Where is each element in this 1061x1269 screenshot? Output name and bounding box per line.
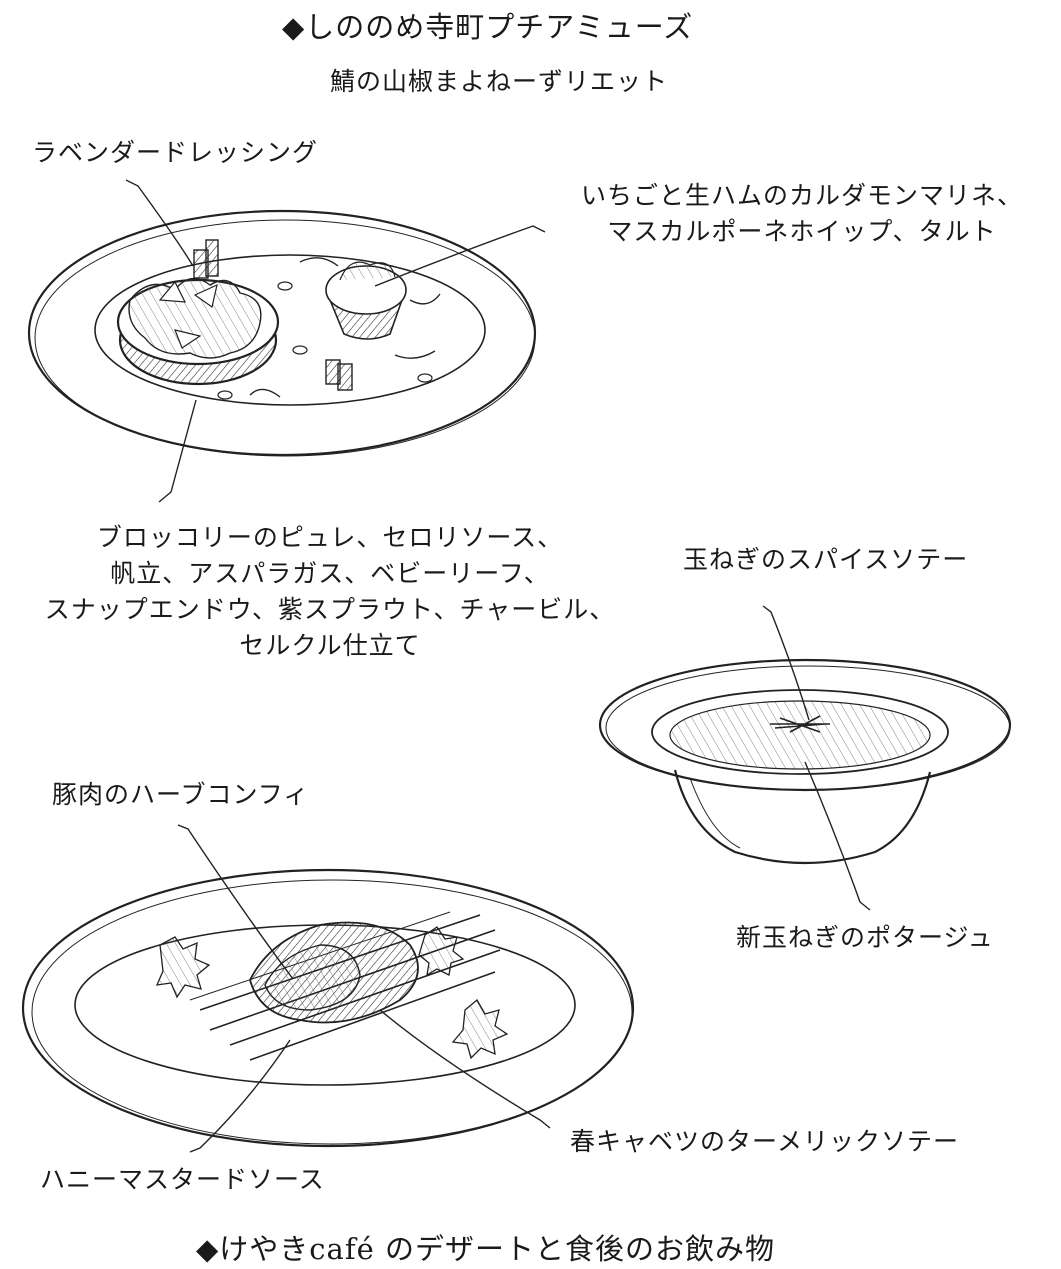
label-onion-potage: 新玉ねぎのポタージュ xyxy=(736,923,994,952)
label-honey-mustard: ハニーマスタードソース xyxy=(40,1165,325,1194)
label-lavender-dressing: ラベンダードレッシング xyxy=(32,138,319,167)
salad-cercle xyxy=(116,277,280,386)
soup-bowl xyxy=(598,658,1012,865)
dish-subtitle: 鯖の山椒まよねーずリエット xyxy=(330,67,669,96)
label-pork-confit: 豚肉のハーブコンフィ xyxy=(52,780,310,809)
plate-pork xyxy=(21,868,635,1148)
label-line: マスカルポーネホイップ、タルト xyxy=(607,217,997,246)
section-title: ◆しののめ寺町プチアミューズ xyxy=(282,10,694,44)
label-cabbage-saute: 春キャベツのターメリックソテー xyxy=(570,1127,960,1156)
strawberry-tart xyxy=(325,261,407,340)
label-line: ブロッコリーのピュレ、セロリソース、 xyxy=(96,523,564,552)
label-line: 帆立、アスパラガス、ベビーリーフ、 xyxy=(110,559,550,588)
label-line: セルクル仕立て xyxy=(239,631,421,660)
label-onion-spice-saute: 玉ねぎのスパイスソテー xyxy=(683,545,969,574)
label-strawberry-tart: いちごと生ハムのカルダモンマリネ、 マスカルポーネホイップ、タルト xyxy=(552,178,1052,250)
footer-section-title: ◆けやきcafé のデザートと食後のお飲み物 xyxy=(196,1232,775,1266)
plate-amuse xyxy=(27,209,537,457)
pork-confit xyxy=(249,921,419,1024)
pointer-lines-amuse xyxy=(125,179,546,503)
label-broccoli-salad: ブロッコリーのピュレ、セロリソース、 帆立、アスパラガス、ベビーリーフ、 スナッ… xyxy=(0,520,660,664)
label-line: いちごと生ハムのカルダモンマリネ、 xyxy=(580,181,1023,210)
label-line: スナップエンドウ、紫スプラウト、チャービル、 xyxy=(44,595,616,624)
pointer-lines-soup xyxy=(762,605,871,911)
pointer-lines-pork xyxy=(177,824,551,1153)
